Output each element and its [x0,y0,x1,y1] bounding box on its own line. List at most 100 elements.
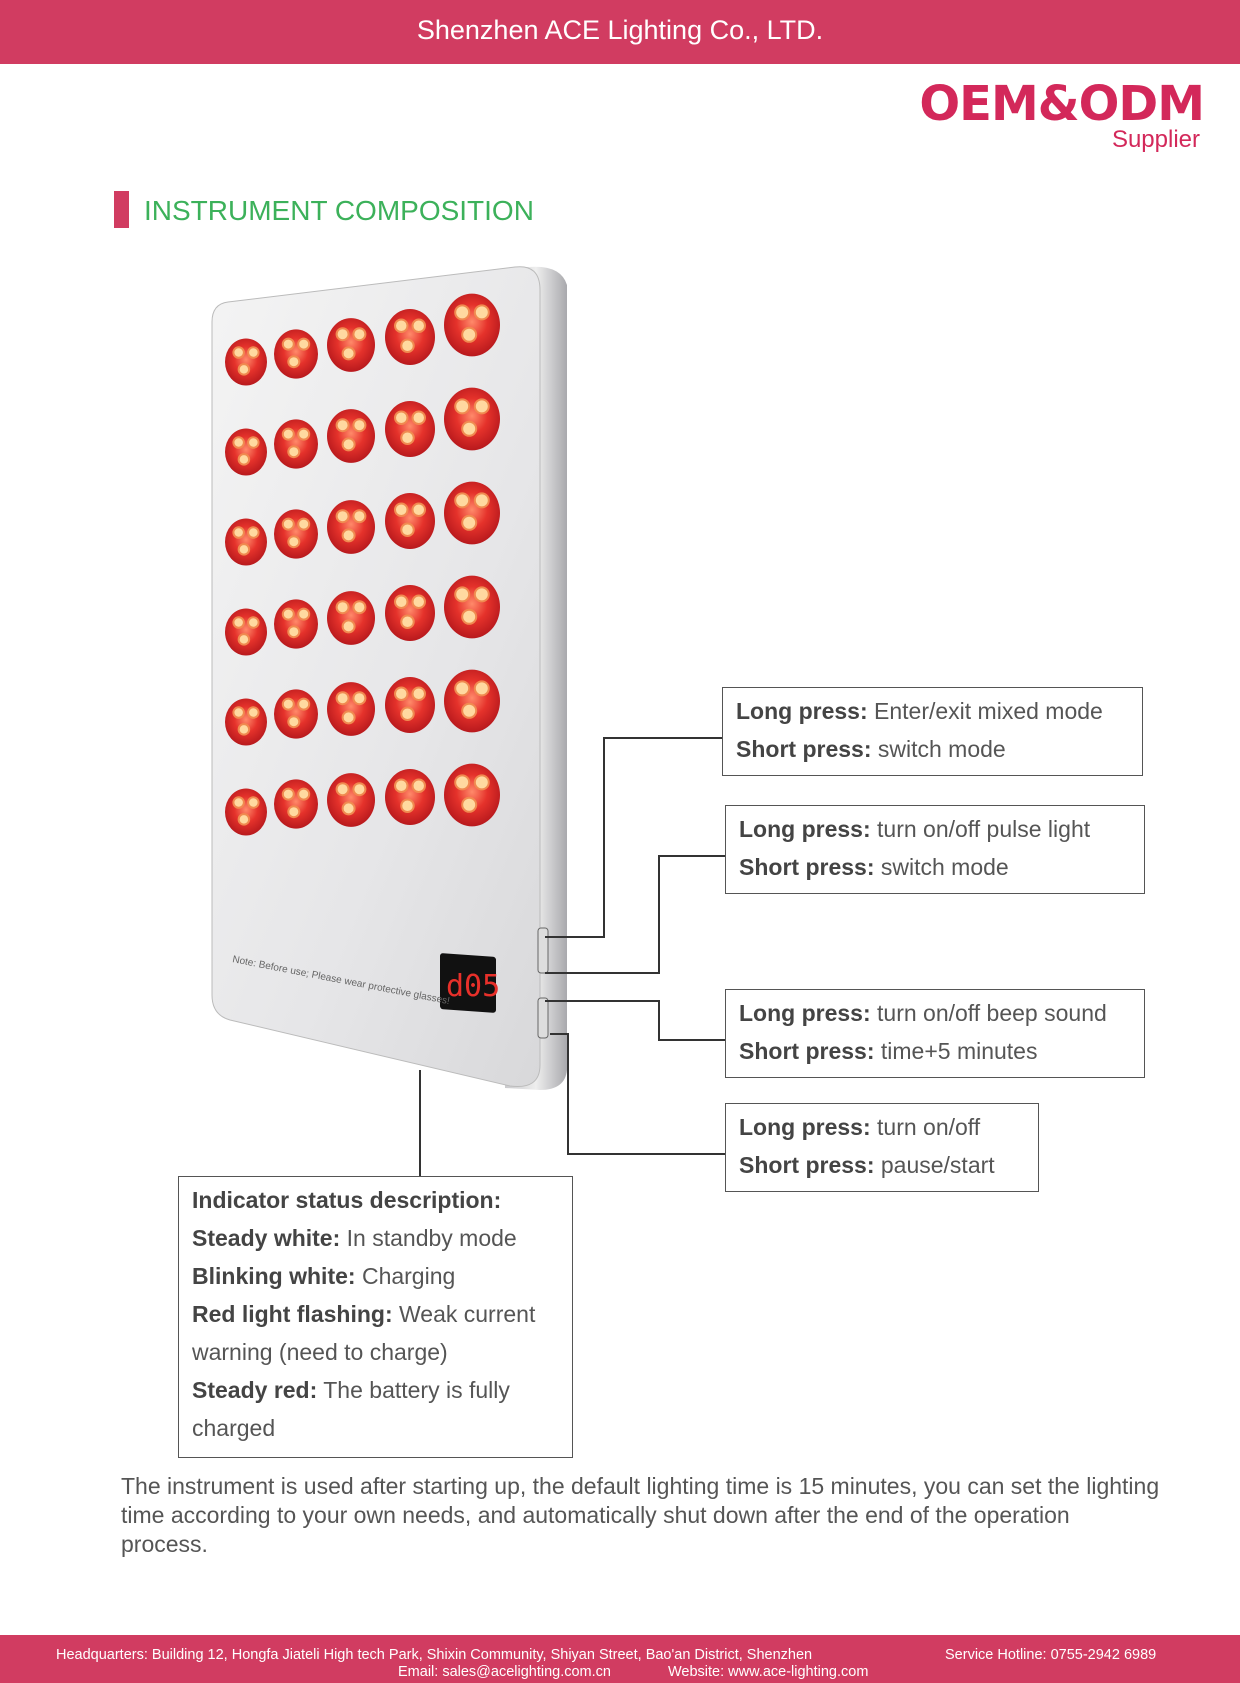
led-chip [473,680,490,697]
led-chip [341,619,356,634]
led-chip [335,327,350,342]
led-chip [454,774,471,791]
led-chip [237,543,251,556]
led-lamp [385,585,435,641]
led-chip [411,502,426,517]
led-chip [454,304,471,321]
led-chip [352,691,367,706]
callout-pulse-button: Long press: turn on/off pulse light Shor… [725,805,1145,894]
led-lamp [327,318,375,372]
led-chip [281,517,295,531]
led-chip [411,594,426,609]
led-lamp [327,500,375,554]
led-chip [281,697,295,711]
led-lamp [444,293,500,357]
led-chip [394,318,409,333]
led-lamp [225,338,267,386]
led-lamp [385,493,435,549]
connector-lines [419,737,725,1176]
led-lamp [444,575,500,639]
led-chip [473,492,490,509]
callout-mode-button: Long press: Enter/exit mixed mode Short … [722,687,1143,776]
mode-button [537,927,549,974]
led-lamp [225,518,267,566]
led-chip [394,410,409,425]
led-chip [473,304,490,321]
led-chip [247,616,260,629]
led-chip [454,492,471,509]
led-chip [237,813,251,826]
led-lamp [385,769,435,825]
led-chip [287,715,301,729]
led-chip [352,327,367,342]
callout-power-button: Long press: turn on/off Short press: pau… [725,1103,1039,1192]
company-header: Shenzhen ACE Lighting Co., LTD. [0,0,1240,64]
led-lamp [274,329,318,379]
led-chip [237,453,251,466]
led-chip [287,355,301,369]
led-chip [341,801,356,816]
led-chip [394,594,409,609]
led-lamp [444,669,500,733]
led-chip [400,430,415,445]
led-lamp [385,677,435,733]
led-chip [335,691,350,706]
led-chip [411,318,426,333]
led-chip [352,782,367,797]
led-lamp [274,779,318,829]
led-chip [461,796,478,813]
led-chip [232,616,245,629]
footer: Headquarters: Building 12, Hongfa Jiatel… [0,1635,1240,1683]
led-chip [352,509,367,524]
led-chip [237,723,251,736]
led-lamp [225,428,267,476]
led-lamp [327,591,375,645]
led-chip [400,338,415,353]
led-chip [247,796,260,809]
led-chip [352,600,367,615]
led-chip [394,502,409,517]
led-lamp [327,773,375,827]
led-chip [461,608,478,625]
led-chip [335,600,350,615]
led-chip [281,337,295,351]
led-chip [287,445,301,459]
led-lamp [225,788,267,836]
led-chip [287,535,301,549]
led-chip [297,607,311,621]
led-chip [287,625,301,639]
led-lamp [327,409,375,463]
led-chip [400,522,415,537]
led-lamp [444,387,500,451]
led-lamp [225,698,267,746]
indicator-status-box: Indicator status description: Steady whi… [178,1176,573,1458]
brand-title: OEM&ODM [919,76,1205,132]
led-chip [411,686,426,701]
led-chip [232,796,245,809]
led-chip [237,633,251,646]
led-chip [394,686,409,701]
callout-time-button: Long press: turn on/off beep sound Short… [725,989,1145,1078]
led-chip [297,697,311,711]
timer-display-value: d05 [446,969,500,1004]
led-chip [232,436,245,449]
led-chip [247,526,260,539]
led-chip [335,782,350,797]
led-chip [232,346,245,359]
footer-website[interactable]: Website: www.ace-lighting.com [668,1664,869,1680]
led-lamp [385,401,435,457]
led-chip [473,774,490,791]
led-lamp [274,509,318,559]
led-chip [473,398,490,415]
led-lamp [274,689,318,739]
led-chip [461,326,478,343]
led-chip [335,418,350,433]
footer-email[interactable]: Email: sales@acelighting.com.cn [398,1664,611,1680]
led-chip [454,586,471,603]
led-chip [297,427,311,441]
led-chip [247,706,260,719]
led-lamp [225,608,267,656]
led-chip [341,346,356,361]
led-chip [247,436,260,449]
